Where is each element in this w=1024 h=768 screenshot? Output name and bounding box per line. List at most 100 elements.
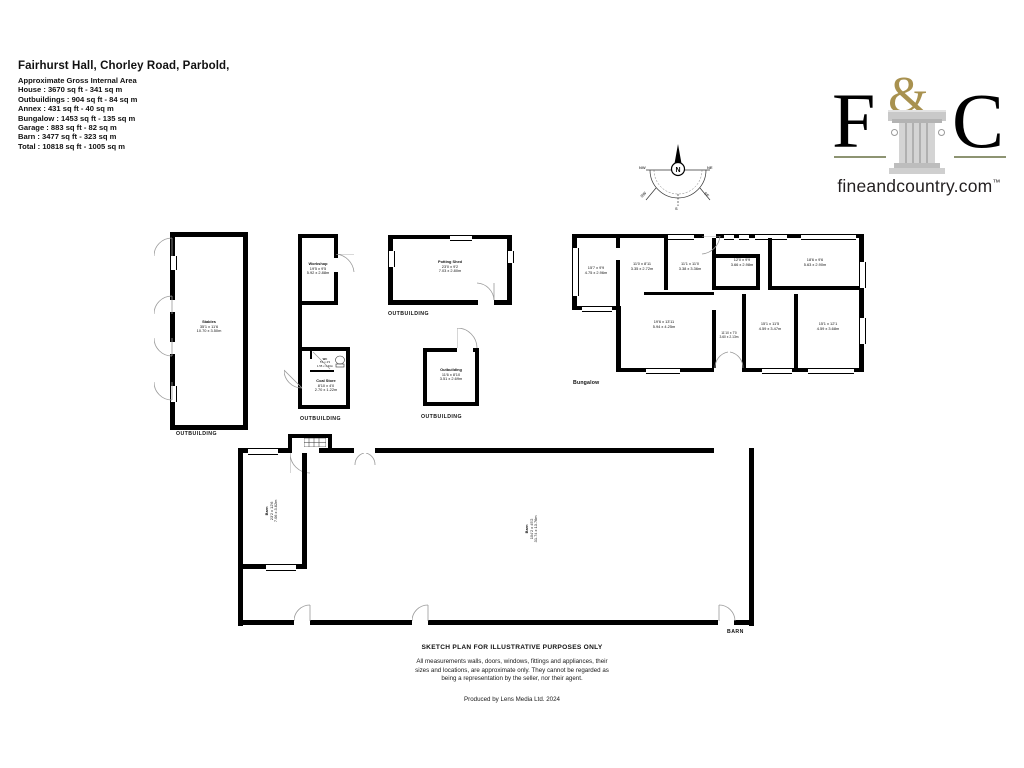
bung-wall-v8 [794,294,798,372]
wall-bottom [170,425,248,430]
bung-window-right-1 [859,262,866,288]
bung-wall-bottom-a [616,368,646,372]
wall-left-a [170,232,175,256]
wall-right [243,232,248,430]
barn-wall-bottom-a [238,620,294,625]
area-line-total: Total : 10818 sq ft - 1005 sq m [18,141,126,151]
barn-wall-top-b [278,448,288,453]
bung-wall-h-upper-1 [712,254,760,258]
barn-wall-bottom-d [734,620,754,625]
room-label-bung-1: 15'7 x 9'9 4.75 x 2.96m [584,265,608,275]
bung-wall-v5 [768,238,772,290]
footer-block: SKETCH PLAN FOR ILLUSTRATIVE PURPOSES ON… [0,644,1024,703]
bung-wall-bottom-c [742,368,762,372]
bung-window-top-5 [801,234,856,240]
footer-disclaimer: All measurements walls, doors, windows, … [0,658,1024,684]
door-swing-3 [154,337,173,357]
column-icon [888,110,946,174]
door-swing-2 [154,295,173,315]
potting-wall-bottom-a [388,300,478,305]
workshop-wall-left [298,234,302,409]
area-line-bungalow: Bungalow : 1453 sq ft - 135 sq m [18,113,136,123]
double-door-swing [714,351,744,369]
room-label-barn-main: Barn 104'2 x 45'2 31.74 x 13.76m [524,515,539,543]
bung-window-top-1 [668,234,694,240]
door-swing-4 [154,381,173,401]
disclaimer-line-1: All measurements walls, doors, windows, … [416,658,608,665]
compass-label-ne: NE [707,165,713,170]
coalstore-wall-right [346,347,350,409]
caption-stables: OUTBUILDING [176,431,217,437]
door-swing-barn-porch [290,453,311,474]
bung-wall-h-upper-3 [768,286,860,290]
room-label-bung-2: 11'0 x 8'11 3.35 x 2.72m [630,261,654,271]
logo-domain: fineandcountry.com™ [826,176,1012,197]
double-door-swing-barn-top [354,453,376,466]
logo-letter-c: C [952,77,1005,164]
compass-label-nw: NW [639,165,646,170]
room-label-potting-shed: Potting Shed 23'0 x 9'2 7.03 x 2.80m [438,259,462,274]
door-swing-bungalow-entry [701,236,721,255]
logo-rule-right [954,156,1006,158]
potting-wall-top-b [472,235,512,239]
barn-wall-top-c [319,448,354,453]
plan-small-outbuilding: Outbuilding 11'6 x 8'10 3.51 x 2.69m [423,328,479,406]
wc-partition-v [310,347,312,359]
caption-small-outbuilding: OUTBUILDING [421,414,462,420]
compass-icon: N [645,144,711,206]
potting-wall-left-a [388,235,393,251]
area-line-barn: Barn : 3477 sq ft - 323 sq m [18,132,117,142]
barn-room-window-top [248,448,278,455]
wall-top [170,232,248,237]
wall-left-c [170,312,175,342]
bung-wall-right-c [859,344,864,372]
bung-window-top-2 [724,234,734,240]
door-swing-wc [312,351,331,370]
barn-room-window-bottom [266,564,296,571]
bung-wall-top-b [694,234,704,238]
door-swing-coalstore [284,369,303,389]
small-wall-right [475,348,479,406]
wall-left-e [170,402,175,430]
bung-window-right-2 [859,318,866,344]
area-line-house: House : 3670 sq ft - 341 sq m [18,85,123,95]
fine-and-country-logo: F & C fineandcountry.com™ [826,67,1012,204]
bung-window-top-3 [739,234,749,240]
barn-wall-right [749,448,754,626]
bung-wall-right-a [859,234,864,262]
barn-wall-top-d [375,448,714,453]
bung-wall-bottom-d [792,368,808,372]
plan-bungalow: 15'7 x 9'9 4.75 x 2.96m 11'0 x 8'11 3.35… [572,234,866,376]
door-swing-barn-bottom-3 [718,604,736,622]
barn-porch-wall-right [328,434,332,448]
room-label-stables: Stables 35'1 x 11'6 10.70 x 3.50m [196,319,222,334]
bung-wall-v2 [664,238,668,290]
trademark-icon: ™ [992,178,1001,188]
bung-window-left-bottom [582,306,612,312]
room-label-bung-4: 12'0 x 9'9 3.66 x 2.98m [730,257,754,267]
workshop-wall-right-a [334,234,338,258]
area-line-outbuildings: Outbuildings : 904 sq ft - 84 sq m [18,94,138,104]
svg-text:N: N [675,167,680,174]
potting-wall-bottom-b [494,300,512,305]
potting-window-top [450,235,472,241]
bung-wall-left-lower [616,306,621,372]
area-line-annex: Annex : 431 sq ft - 40 sq m [18,104,114,114]
bung-window-left [572,248,579,296]
caption-bungalow: Bungalow [573,380,600,386]
coalstore-wall-bottom [298,405,350,409]
door-swing-1 [154,237,173,257]
plan-stables: Stables 35'1 x 11'6 10.70 x 3.50m [154,232,248,430]
caption-potting-shed: OUTBUILDING [388,311,429,317]
toilet-icon [335,355,345,368]
room-label-wc: WC 5'1 x 4'3 1.55 x 1.30m [316,357,334,368]
logo-rule-left [834,156,886,158]
disclaimer-line-2: sizes and locations, are approximate onl… [415,666,609,674]
potting-window-right [507,251,514,263]
page-title: Fairhurst Hall, Chorley Road, Parbold, [18,60,230,72]
bung-wall-v6 [712,310,716,368]
stairs-icon [304,438,326,447]
room-label-bung-6: 19'6 x 13'11 5.94 x 4.25m [652,319,676,329]
room-label-coalstore: Coal Store 8'10 x 4'0 2.70 x 1.22m [314,378,338,393]
coalstore-wall-left-a [298,347,302,371]
